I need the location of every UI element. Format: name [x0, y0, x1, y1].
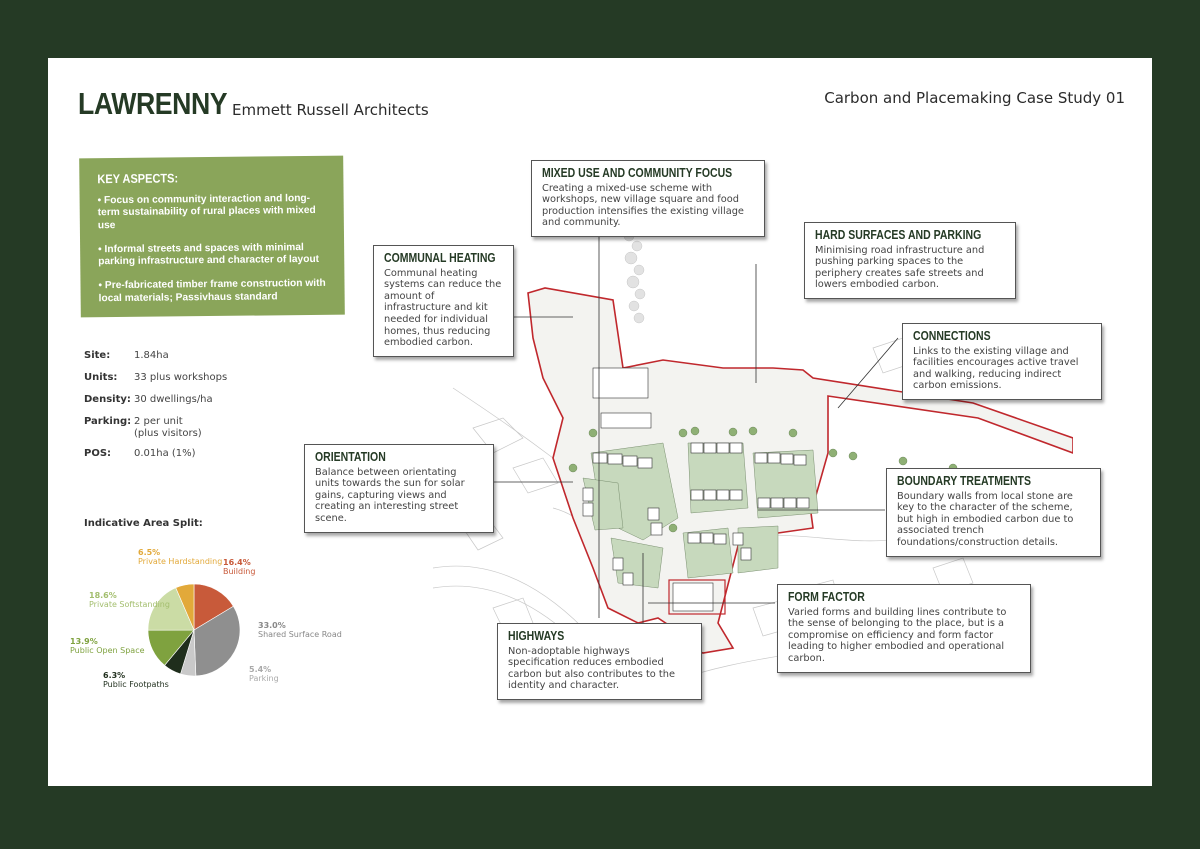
housing-blocks	[582, 367, 810, 612]
callout-body: Communal heating systems can reduce the …	[384, 267, 502, 349]
callout-body: Creating a mixed-use scheme with worksho…	[542, 182, 744, 229]
stat-label: Site:	[84, 350, 111, 361]
callout-title: BOUNDARY TREATMENTS	[897, 474, 1031, 488]
callout-title: HARD SURFACES AND PARKING	[815, 228, 982, 242]
key-aspect-item: • Pre-fabricated timber frame constructi…	[98, 278, 326, 304]
callout-body: Balance between orientating units toward…	[315, 466, 465, 524]
callout-body: Minimising road infrastructure and pushi…	[815, 244, 985, 291]
case-study-label: Carbon and Placemaking Case Study 01	[824, 89, 1125, 107]
callout-title: COMMUNAL HEATING	[384, 251, 496, 265]
key-aspect-item: • Informal streets and spaces with minim…	[98, 241, 320, 268]
pie-label-open-space: 13.9%Public Open Space	[70, 637, 145, 655]
callout-body: Varied forms and building lines contribu…	[788, 606, 1007, 664]
pie-label-road: 33.0%Shared Surface Road	[258, 621, 342, 639]
project-title: LAWRENNY	[78, 86, 228, 121]
presentation-sheet: LAWRENNY Emmett Russell Architects Carbo…	[48, 58, 1152, 786]
stat-label: Parking:	[84, 416, 132, 427]
callout-mixed-use: MIXED USE AND COMMUNITY FOCUS Creating a…	[531, 160, 765, 237]
callout-title: CONNECTIONS	[913, 329, 991, 343]
callout-connections: CONNECTIONS Links to the existing villag…	[902, 323, 1102, 400]
callout-boundary-treatments: BOUNDARY TREATMENTS Boundary walls from …	[886, 468, 1101, 557]
stat-label: Density:	[84, 394, 131, 405]
key-aspect-item: • Focus on community interaction and lon…	[97, 192, 316, 231]
pie-slice-private-softstanding	[147, 587, 195, 631]
pie-label-hardstanding: 6.5%Private Hardstanding	[138, 548, 223, 566]
pie-label-parking: 5.4%Parking	[249, 665, 279, 683]
callout-body: Links to the existing village and facili…	[913, 345, 1079, 392]
callout-title: HIGHWAYS	[508, 629, 565, 643]
pie-slice-private-hardstanding	[175, 583, 195, 631]
callout-title: MIXED USE AND COMMUNITY FOCUS	[542, 166, 733, 180]
stat-value: 33 plus workshops	[134, 372, 228, 383]
key-aspects-panel: KEY ASPECTS: • Focus on community intera…	[79, 155, 345, 318]
pie-label-building: 16.4%Building	[223, 558, 256, 576]
stat-label: Units:	[84, 372, 118, 383]
stat-value: 30 dwellings/ha	[134, 394, 213, 405]
callout-hard-surfaces: HARD SURFACES AND PARKING Minimising roa…	[804, 222, 1016, 299]
workshop-block	[668, 579, 726, 615]
area-split-heading: Indicative Area Split:	[84, 518, 203, 529]
callout-body: Boundary walls from local stone are key …	[897, 490, 1074, 548]
callout-form-factor: FORM FACTOR Varied forms and building li…	[777, 584, 1031, 673]
area-split-pie-chart	[147, 583, 241, 677]
callout-body: Non-adoptable highways specification red…	[508, 645, 675, 692]
callout-title: ORIENTATION	[315, 450, 386, 464]
pie-slice-building	[193, 583, 234, 631]
pie-label-footpaths: 6.3%Public Footpaths	[103, 671, 169, 689]
stat-label: POS:	[84, 448, 112, 459]
pie-label-softstanding: 18.6%Private Softstanding	[89, 591, 170, 609]
stat-value: 1.84ha	[134, 350, 169, 361]
callout-title: FORM FACTOR	[788, 590, 865, 604]
architect-name: Emmett Russell Architects	[232, 101, 429, 119]
callout-orientation: ORIENTATION Balance between orientating …	[304, 444, 494, 533]
callout-highways: HIGHWAYS Non-adoptable highways specific…	[497, 623, 702, 700]
tree-belt	[623, 230, 646, 324]
pie-slice-shared-surface-road	[193, 605, 241, 677]
callout-communal-heating: COMMUNAL HEATING Communal heating system…	[373, 245, 514, 357]
stat-value: 0.01ha (1%)	[134, 448, 196, 459]
key-aspects-heading: KEY ASPECTS:	[97, 171, 179, 187]
stat-value: 2 per unit (plus visitors)	[134, 416, 202, 439]
